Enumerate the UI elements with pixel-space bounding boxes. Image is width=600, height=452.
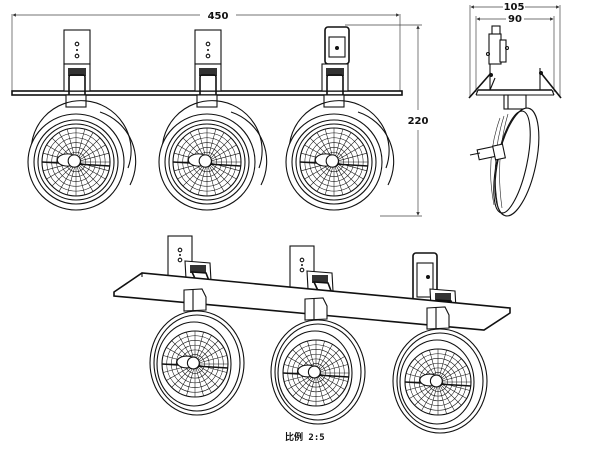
dimension-cutout-width: 90 <box>475 14 555 92</box>
perspective-housing <box>167 235 213 287</box>
junction-box <box>63 29 91 65</box>
scale-label: 比例 2:5 <box>285 431 325 443</box>
dimension-label-height: 220 <box>408 116 429 127</box>
perspective-view <box>113 235 511 434</box>
reflector <box>41 127 111 197</box>
dimension-label-cutout-width: 90 <box>508 14 522 25</box>
reflector <box>299 127 369 197</box>
reflector <box>172 127 242 197</box>
front-luminaire <box>285 26 395 211</box>
side-housing <box>468 25 562 110</box>
gimbal-yoke <box>183 288 207 312</box>
perspective-luminaire <box>149 288 245 416</box>
front-luminaire <box>27 29 137 211</box>
lamp-bulb-cap <box>325 154 339 168</box>
dimension-overall-length: 450 <box>11 9 401 92</box>
junction-box <box>194 29 222 65</box>
perspective-luminaire <box>392 306 488 434</box>
lamp-bulb-cap <box>307 365 321 379</box>
perspective-luminaire <box>270 297 366 425</box>
reflector <box>404 348 472 416</box>
lamp-bulb-cap <box>186 356 200 370</box>
side-view: 105 90 <box>468 2 562 217</box>
dimension-label-length: 450 <box>208 11 229 22</box>
lamp-bulb-cap <box>198 154 212 168</box>
lamp-bulb-cap <box>429 374 443 388</box>
front-view: 450 220 <box>11 9 430 217</box>
lamp-bulb-cap <box>67 154 81 168</box>
dimension-label-outer-width: 105 <box>504 2 525 13</box>
front-luminaire <box>158 29 268 211</box>
dimension-height: 220 <box>345 24 430 217</box>
reflector <box>161 330 229 398</box>
gimbal-yoke <box>426 306 450 330</box>
dimension-outer-width: 105 <box>469 2 561 97</box>
side-lamp <box>469 107 540 217</box>
gimbal-yoke <box>304 297 328 321</box>
reflector <box>282 339 350 407</box>
